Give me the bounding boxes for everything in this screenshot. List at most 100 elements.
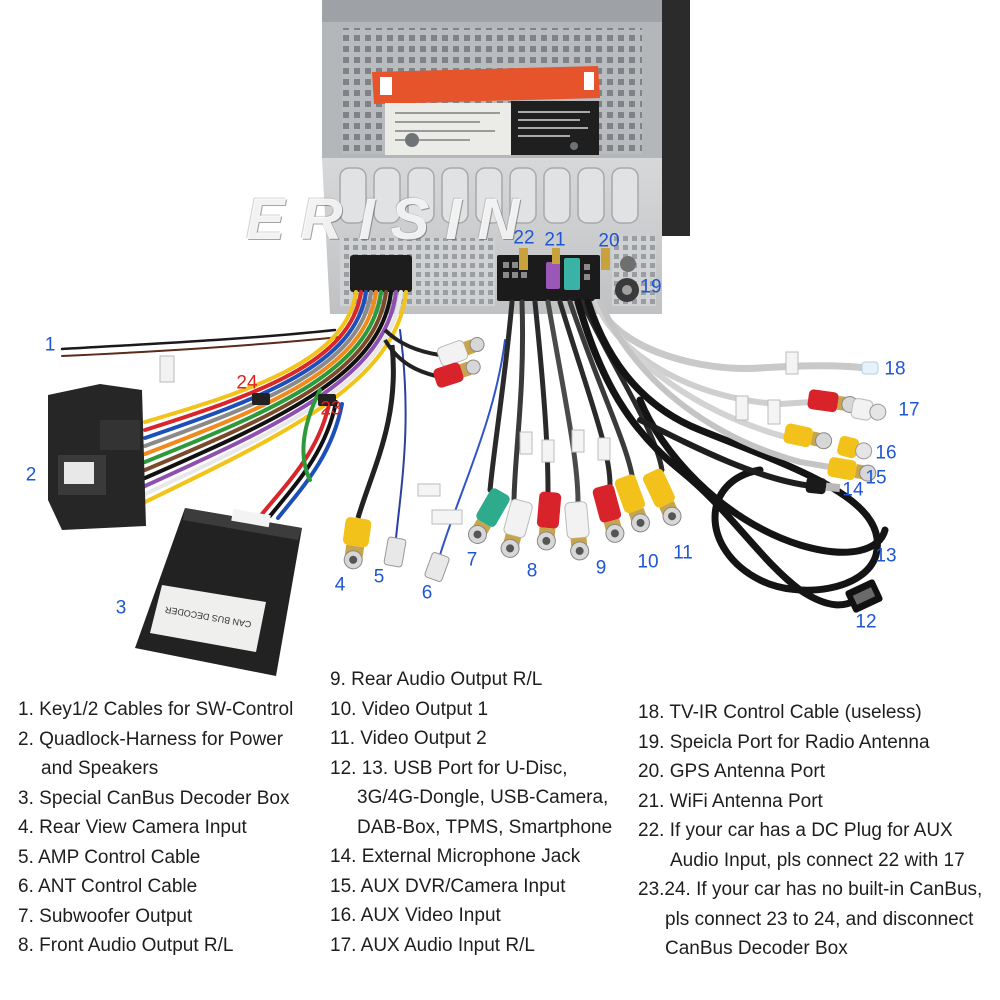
legend-item: 21. WiFi Antenna Port bbox=[638, 787, 982, 817]
legend-item-number: 10. bbox=[330, 698, 357, 720]
callout-20: 20 bbox=[598, 230, 620, 252]
legend-column-1: 1. Key1/2 Cables for SW-Control 2. Quadl… bbox=[18, 695, 293, 961]
rca-plug-yellow bbox=[642, 468, 682, 526]
legend-item-number: 7. bbox=[18, 905, 34, 927]
legend-item: 18. TV-IR Control Cable (useless) bbox=[638, 698, 982, 728]
cable bbox=[637, 417, 815, 489]
wire bbox=[301, 388, 322, 482]
head-unit bbox=[322, 0, 690, 314]
callout-23: 23 bbox=[320, 398, 342, 420]
legend-item-continuation: 3G/4G-Dongle, USB-Camera, bbox=[357, 787, 609, 808]
rca-plug-white bbox=[436, 337, 485, 367]
legend-item-text: TV-IR Control Cable (useless) bbox=[669, 702, 922, 723]
cable bbox=[567, 299, 635, 478]
legend-item: 23.24. If your car has no built-in CanBu… bbox=[638, 875, 982, 905]
legend-item: 10. Video Output 1 bbox=[330, 695, 612, 725]
wire bbox=[143, 290, 383, 464]
aux-cables bbox=[593, 299, 839, 489]
white-sticker bbox=[385, 103, 511, 155]
legend-item-text: Speicla Port for Radio Antenna bbox=[669, 731, 930, 753]
legend-item-text: Video Output 2 bbox=[360, 728, 487, 749]
callout-8: 8 bbox=[526, 560, 538, 582]
callout-4: 4 bbox=[334, 574, 346, 596]
rear-camera-rca bbox=[342, 344, 396, 570]
canbus-decoder-box: CAN BUS DECODER bbox=[135, 508, 302, 676]
ant-control-connector bbox=[424, 552, 450, 582]
legend-item-text: Rear Audio Output R/L bbox=[351, 669, 543, 690]
microphone-jack bbox=[805, 476, 841, 495]
callout-10: 10 bbox=[637, 551, 659, 573]
legend-column-3: 18. TV-IR Control Cable (useless) 19. Sp… bbox=[638, 698, 982, 964]
legend-item-continuation: CanBus Decoder Box bbox=[665, 938, 848, 959]
legend-item-text: Quadlock-Harness for Power bbox=[39, 728, 284, 750]
rear-audio-pair bbox=[383, 328, 485, 388]
wire bbox=[60, 328, 337, 351]
rca-plug-yellow bbox=[342, 517, 372, 570]
callout-16: 16 bbox=[875, 442, 897, 464]
legend-item-continuation: Audio Input, pls connect 22 with 17 bbox=[670, 849, 965, 871]
radio-antenna-port bbox=[620, 256, 636, 272]
radio-antenna-port-pin bbox=[622, 285, 632, 295]
wire bbox=[268, 400, 338, 518]
legend-item-number: 20. bbox=[638, 761, 665, 782]
decoder-box-edge bbox=[183, 508, 302, 540]
legend-column-2: 9. Rear Audio Output R/L 10. Video Outpu… bbox=[330, 665, 612, 960]
ant-control-wire bbox=[439, 339, 506, 556]
antenna-post bbox=[552, 248, 560, 264]
legend-item-number: 12. 13. bbox=[330, 757, 389, 779]
warning-sticker bbox=[372, 66, 600, 104]
rca-output-cables bbox=[487, 299, 665, 505]
legend-item-text: If your car has no built-in CanBus, bbox=[696, 879, 983, 900]
cable-tags bbox=[735, 395, 781, 425]
tv-ir-cable bbox=[594, 301, 879, 375]
usb-cable bbox=[636, 396, 889, 556]
antenna-post bbox=[601, 248, 610, 270]
wire bbox=[143, 290, 358, 424]
callout-22: 22 bbox=[513, 227, 535, 249]
legend-item-text: USB Port for U-Disc, bbox=[393, 757, 568, 779]
cable bbox=[532, 299, 551, 495]
legend-item-number: 6. bbox=[18, 876, 34, 897]
rca-plug-teal bbox=[468, 488, 510, 544]
quadlock-label bbox=[64, 462, 94, 484]
sticker-lines bbox=[518, 111, 590, 137]
legend-item-text: Key1/2 Cables for SW-Control bbox=[39, 699, 294, 720]
callout-14: 14 bbox=[842, 479, 864, 501]
top-lid-rim bbox=[322, 0, 662, 22]
legend-item-text: Front Audio Output R/L bbox=[39, 935, 234, 956]
callout-12: 12 bbox=[855, 611, 877, 633]
legend-item-number: 2. bbox=[18, 728, 34, 750]
legend-item-number: 19. bbox=[638, 731, 665, 753]
decoder-label bbox=[150, 585, 266, 652]
quadlock-latch bbox=[100, 420, 140, 450]
wifi-fakra-connector bbox=[546, 262, 560, 289]
legend-item: 4. Rear View Camera Input bbox=[18, 813, 293, 843]
legend-item-number: 14. bbox=[330, 846, 357, 867]
callout-11: 11 bbox=[673, 542, 693, 564]
mounting-hole bbox=[570, 142, 578, 150]
legend-item: 8. Front Audio Output R/L bbox=[18, 931, 293, 961]
legend-item: 14. External Microphone Jack bbox=[330, 842, 612, 872]
legend-item-text: Special CanBus Decoder Box bbox=[39, 787, 290, 809]
legend-item-continuation: DAB-Box, TPMS, Smartphone bbox=[357, 816, 613, 838]
callout-21: 21 bbox=[544, 229, 566, 251]
legend-item-number: 22. bbox=[638, 820, 665, 841]
callout-19: 19 bbox=[640, 276, 662, 298]
sticker-icon bbox=[380, 77, 392, 95]
rca-plug-red bbox=[592, 484, 625, 543]
cable bbox=[383, 328, 441, 357]
rca-plug-red bbox=[807, 389, 859, 414]
cable-tag bbox=[417, 483, 441, 497]
usb-cable bbox=[584, 298, 881, 594]
callout-9: 9 bbox=[595, 557, 607, 579]
legend-item-text: External Microphone Jack bbox=[361, 846, 581, 867]
wire bbox=[143, 290, 393, 480]
legend-item-text: AMP Control Cable bbox=[38, 846, 201, 868]
quadlock-connector bbox=[48, 384, 146, 530]
usb-cable bbox=[574, 298, 860, 609]
callout-2: 2 bbox=[25, 464, 37, 486]
wire bbox=[143, 290, 388, 472]
legend-item-text: AUX Audio Input R/L bbox=[360, 934, 535, 956]
legend-item: 7. Subwoofer Output bbox=[18, 902, 293, 932]
wire bbox=[143, 290, 373, 448]
